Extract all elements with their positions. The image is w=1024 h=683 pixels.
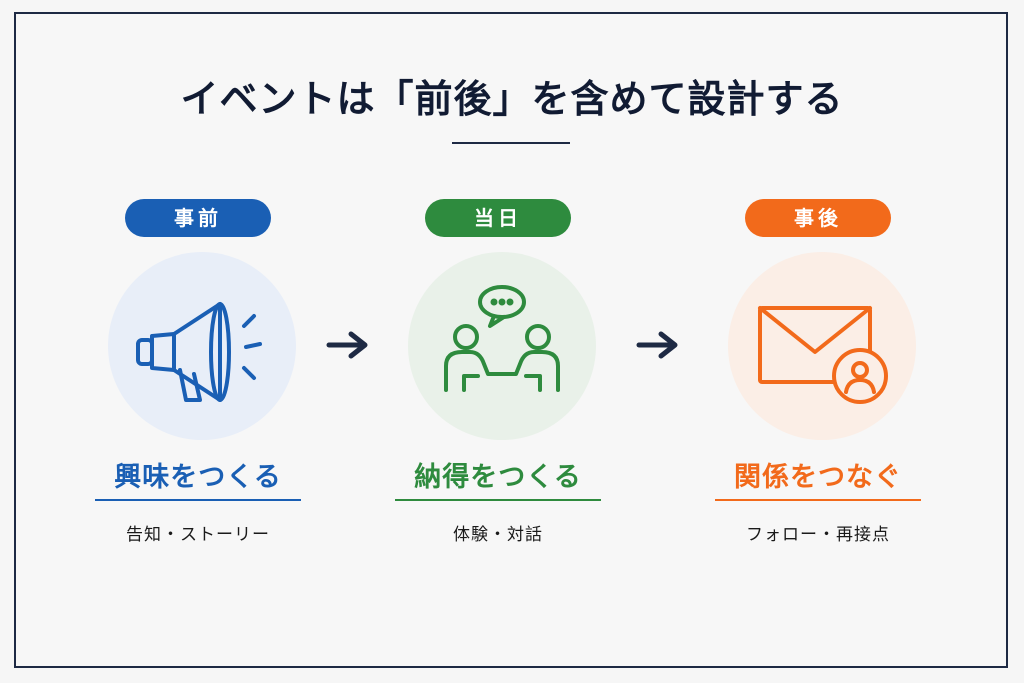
conversation-icon	[444, 285, 560, 392]
stage-heading-before: 興味をつくる	[114, 462, 282, 493]
stage-heading-after: 関係をつなぐ	[734, 462, 902, 493]
heading-underline	[395, 499, 601, 501]
stage-heading-day-of: 納得をつくる	[414, 462, 582, 493]
arrow-right-icon	[636, 331, 678, 359]
stage-icon-circle	[408, 252, 596, 440]
stage-before: 事前 興味をつくる 告知・ストーリー	[68, 0, 328, 683]
megaphone-icon	[136, 302, 262, 402]
stage-badge-day-of: 当日	[425, 199, 571, 237]
stage-after: 事後 関係をつなぐ フォロー・再接点	[688, 0, 948, 683]
diagram-title: イベントは「前後」を含めて設計する	[180, 77, 844, 121]
stage-sub-day-of: 体験・対話	[453, 525, 543, 545]
arrow-right-icon	[326, 331, 368, 359]
stage-badge-after: 事後	[745, 199, 891, 237]
mail-contact-icon	[758, 306, 888, 404]
stage-icon-circle	[108, 252, 296, 440]
stage-sub-after: フォロー・再接点	[746, 525, 890, 545]
heading-underline	[715, 499, 921, 501]
title-underline	[452, 142, 570, 144]
stage-sub-before: 告知・ストーリー	[126, 525, 270, 545]
stage-day-of: 当日 納得をつくる 体験・対話	[368, 0, 628, 683]
stage-badge-before: 事前	[125, 199, 271, 237]
stage-icon-circle	[728, 252, 916, 440]
heading-underline	[95, 499, 301, 501]
